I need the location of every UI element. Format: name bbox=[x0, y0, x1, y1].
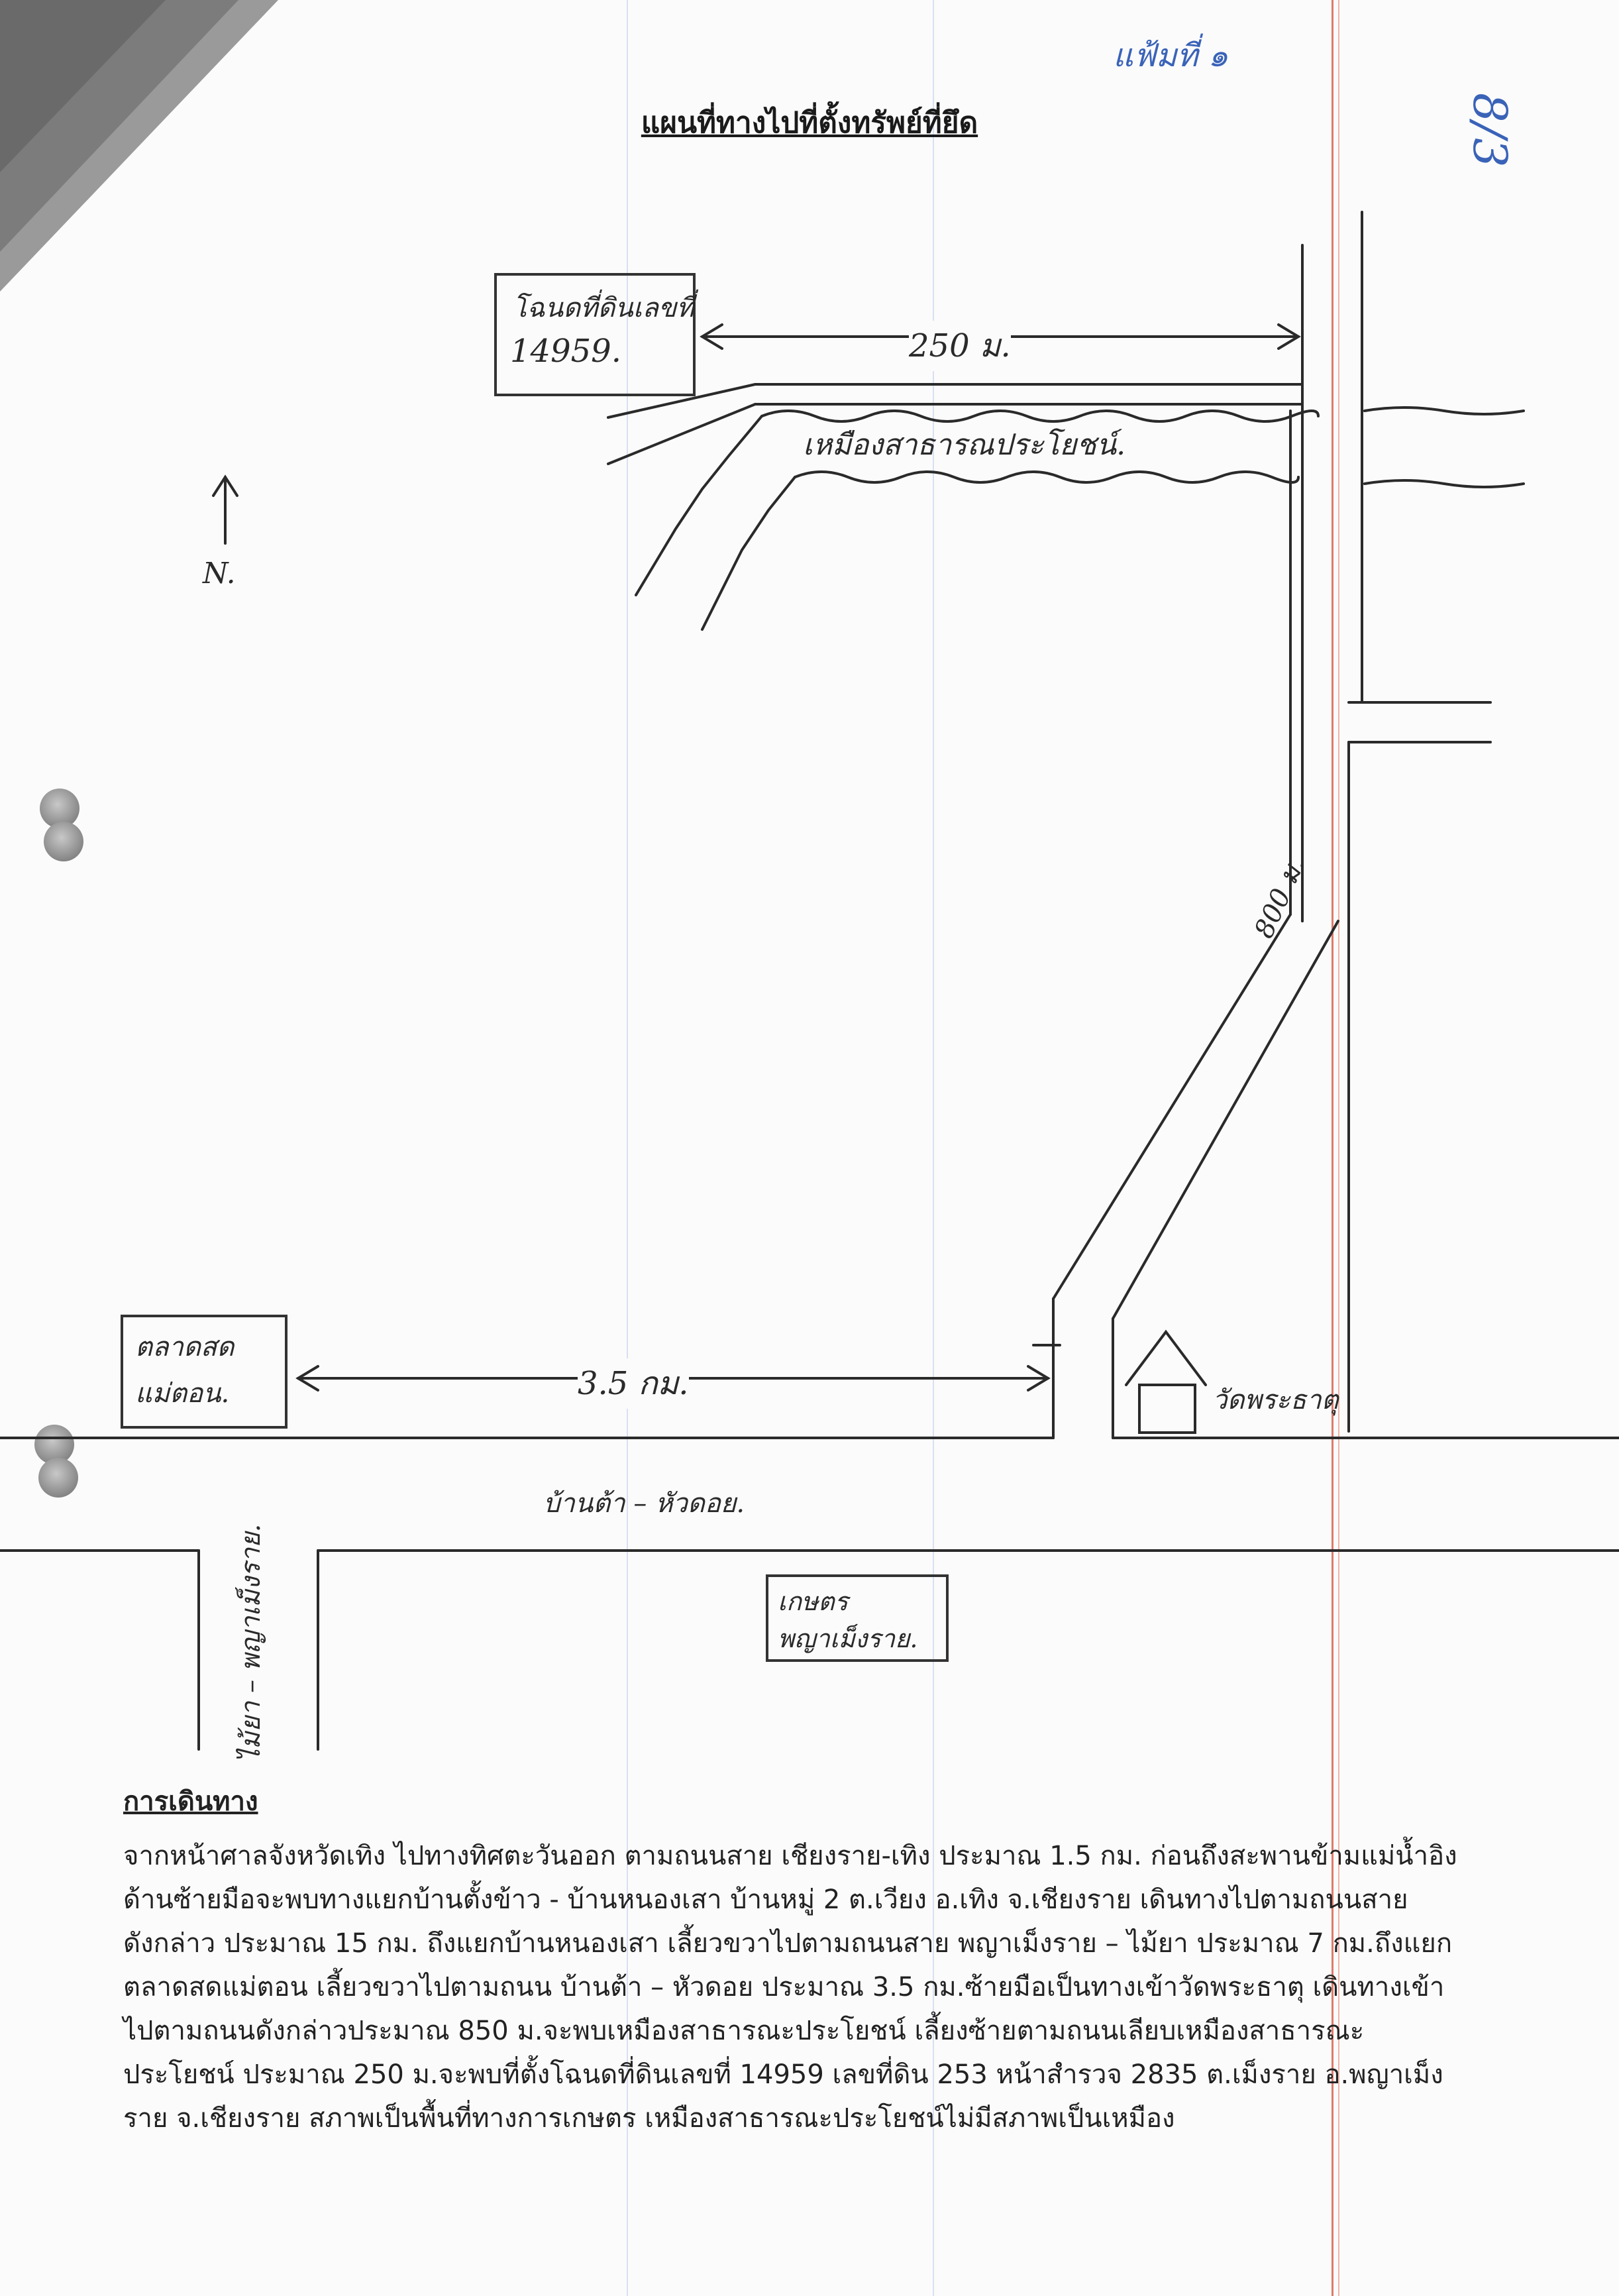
page-title: แผนที่ทางไปที่ตั้งทรัพย์ที่ยึด bbox=[641, 106, 978, 140]
river-right-2 bbox=[1363, 479, 1525, 488]
lane-diagonal-1 bbox=[1052, 913, 1292, 1300]
market-box: ตลาดสด แม่ตอน. bbox=[121, 1315, 287, 1429]
north-label: N. bbox=[203, 557, 236, 590]
directions-line-7: ราย จ.เชียงราย สภาพเป็นพื้นที่ทางการเกษต… bbox=[123, 2103, 1175, 2134]
north-arrowhead bbox=[212, 474, 238, 497]
punch-hole-bottom-2 bbox=[38, 1458, 78, 1498]
directions-heading: การเดินทาง bbox=[123, 1786, 258, 1817]
canal-bottom bbox=[794, 470, 1300, 484]
directions-line-3: ดังกล่าว ประมาณ 15 กม. ถึงแยกบ้านหนองเสา… bbox=[123, 1928, 1453, 1959]
margin-line-red bbox=[1332, 0, 1333, 2296]
punch-hole-top-2 bbox=[44, 822, 83, 861]
directions-line-4: ตลาดสดแม่ตอน เลี้ยวขวาไปตามถนน บ้านต้า –… bbox=[123, 1972, 1445, 2002]
land-parcel-box: โฉนดที่ดินเลขที่ 14959. bbox=[494, 273, 696, 396]
temple-roof bbox=[1125, 1329, 1207, 1386]
corner-note: แฟ้มที่ ๑ bbox=[1113, 37, 1228, 74]
canal-bank-left bbox=[635, 415, 763, 596]
distance-3-5km: 3.5 กม. bbox=[578, 1358, 689, 1409]
canal-bank-left-2 bbox=[701, 476, 796, 631]
torn-corner bbox=[0, 0, 278, 292]
rule-line-blue-2 bbox=[933, 0, 934, 2296]
land-parcel-number: 14959. bbox=[510, 333, 621, 370]
market-title: ตลาดสด bbox=[135, 1332, 235, 1362]
margin-line-red-2 bbox=[1338, 0, 1339, 2296]
market-subtitle: แม่ตอน. bbox=[135, 1378, 230, 1409]
distance-250m: 250 ม. bbox=[909, 321, 1011, 371]
directions-line-5: ไปตามถนนดังกล่าวประมาณ 850 ม.จะพบเหมืองส… bbox=[123, 2016, 1365, 2046]
land-parcel-title: โฉนดที่ดินเลขที่ bbox=[513, 293, 694, 323]
directions-line-6: ประโยชน์ ประมาณ 250 ม.จะพบที่ตั้งโฉนดที่… bbox=[123, 2059, 1443, 2090]
directions-section: การเดินทาง จากหน้าศาลจังหวัดเทิง ไปทางทิ… bbox=[123, 1780, 1514, 2140]
directions-line-1: จากหน้าศาลจังหวัดเทิง ไปทางทิศตะวันออก ต… bbox=[123, 1841, 1457, 1871]
temple-label: วัดพระธาตุ bbox=[1212, 1385, 1339, 1415]
canal-top bbox=[760, 410, 1320, 423]
river-right-1 bbox=[1363, 406, 1525, 415]
rule-line-blue-1 bbox=[627, 0, 628, 2296]
road-label-vertical: ไม้ยา – พญาเม็งราย. bbox=[236, 1523, 266, 1763]
bank-subtitle: พญาเม็งราย. bbox=[778, 1624, 918, 1653]
temple-body bbox=[1138, 1384, 1196, 1434]
canal-label: เหมืองสาธารณประโยชน์. bbox=[803, 428, 1126, 462]
top-road-line-1 bbox=[607, 383, 757, 419]
lane-diagonal-2 bbox=[1112, 920, 1339, 1320]
road-label-horizontal: บ้านต้า – หัวดอย. bbox=[543, 1488, 745, 1519]
bank-box: เกษตร พญาเม็งราย. bbox=[766, 1574, 949, 1662]
directions-line-2: ด้านซ้ายมือจะพบทางแยกบ้านตั้งข้าว - บ้าน… bbox=[123, 1885, 1408, 1915]
bank-title: เกษตร bbox=[778, 1587, 849, 1616]
top-road-line-2 bbox=[607, 403, 757, 465]
